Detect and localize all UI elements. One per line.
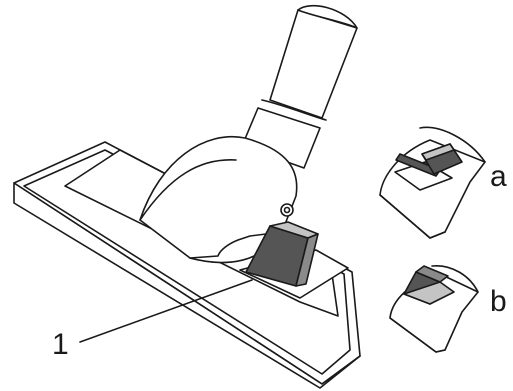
inset-a-detail (380, 127, 485, 238)
pivot-knob-center (285, 208, 290, 213)
callout-1-label: 1 (52, 330, 69, 360)
inset-b-detail (390, 266, 478, 352)
inset-a-label: a (490, 162, 507, 192)
hose-tube (270, 10, 357, 118)
inset-b-label: b (490, 287, 507, 317)
